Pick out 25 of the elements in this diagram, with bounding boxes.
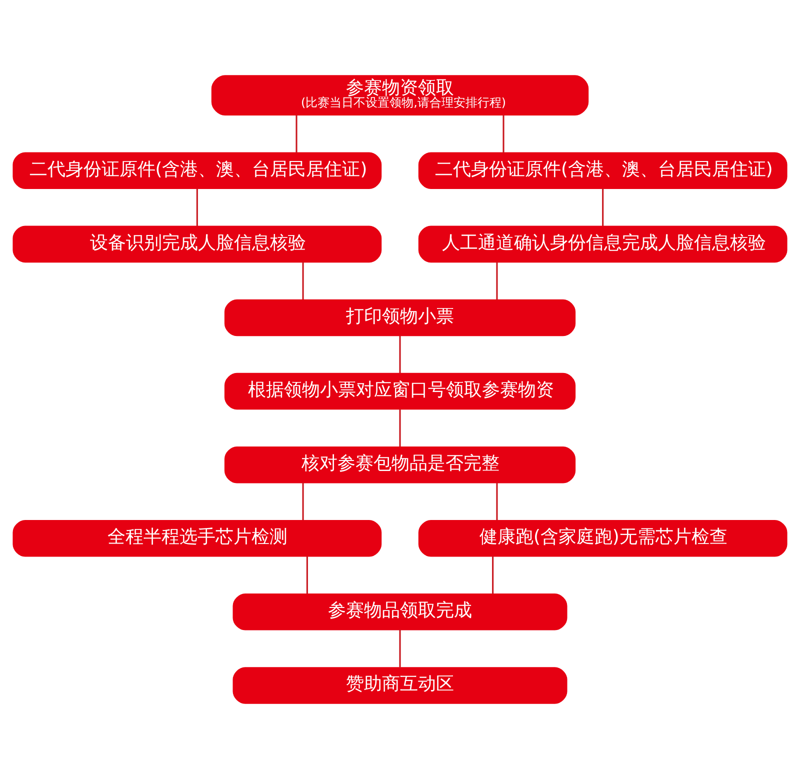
node-box: 设备识别完成人脸信息核验 xyxy=(12,225,382,262)
connector xyxy=(399,335,401,373)
node-box: 全程半程选手芯片检测 xyxy=(12,519,382,556)
connector xyxy=(496,482,498,520)
connector xyxy=(492,556,494,594)
node-box: 二代身份证原件(含港、澳、台居民居住证) xyxy=(12,152,382,189)
connector xyxy=(196,188,198,226)
connector xyxy=(306,556,308,594)
node-box: 根据领物小票对应窗口号领取参赛物资 xyxy=(224,372,576,410)
node-box: 打印领物小票 xyxy=(224,298,576,336)
node-box: 参赛物品领取完成 xyxy=(232,593,568,630)
node-box: 赞助商互动区 xyxy=(232,666,568,704)
connector xyxy=(496,262,498,300)
connector xyxy=(502,114,504,152)
node-box: 核对参赛包物品是否完整 xyxy=(224,446,576,483)
node-box: 健康跑(含家庭跑)无需芯片检查 xyxy=(418,519,788,556)
node-box: 参赛物资领取 (比赛当日不设置领物,请合理安排行程) xyxy=(211,74,589,115)
connector xyxy=(399,629,401,667)
connector xyxy=(302,262,304,300)
connector xyxy=(399,408,401,446)
connector xyxy=(296,114,298,152)
connector xyxy=(602,188,604,226)
node-box: 二代身份证原件(含港、澳、台居民居住证) xyxy=(418,152,788,189)
node-box: 人工通道确认身份信息完成人脸信息核验 xyxy=(418,225,788,262)
connector xyxy=(302,482,304,520)
